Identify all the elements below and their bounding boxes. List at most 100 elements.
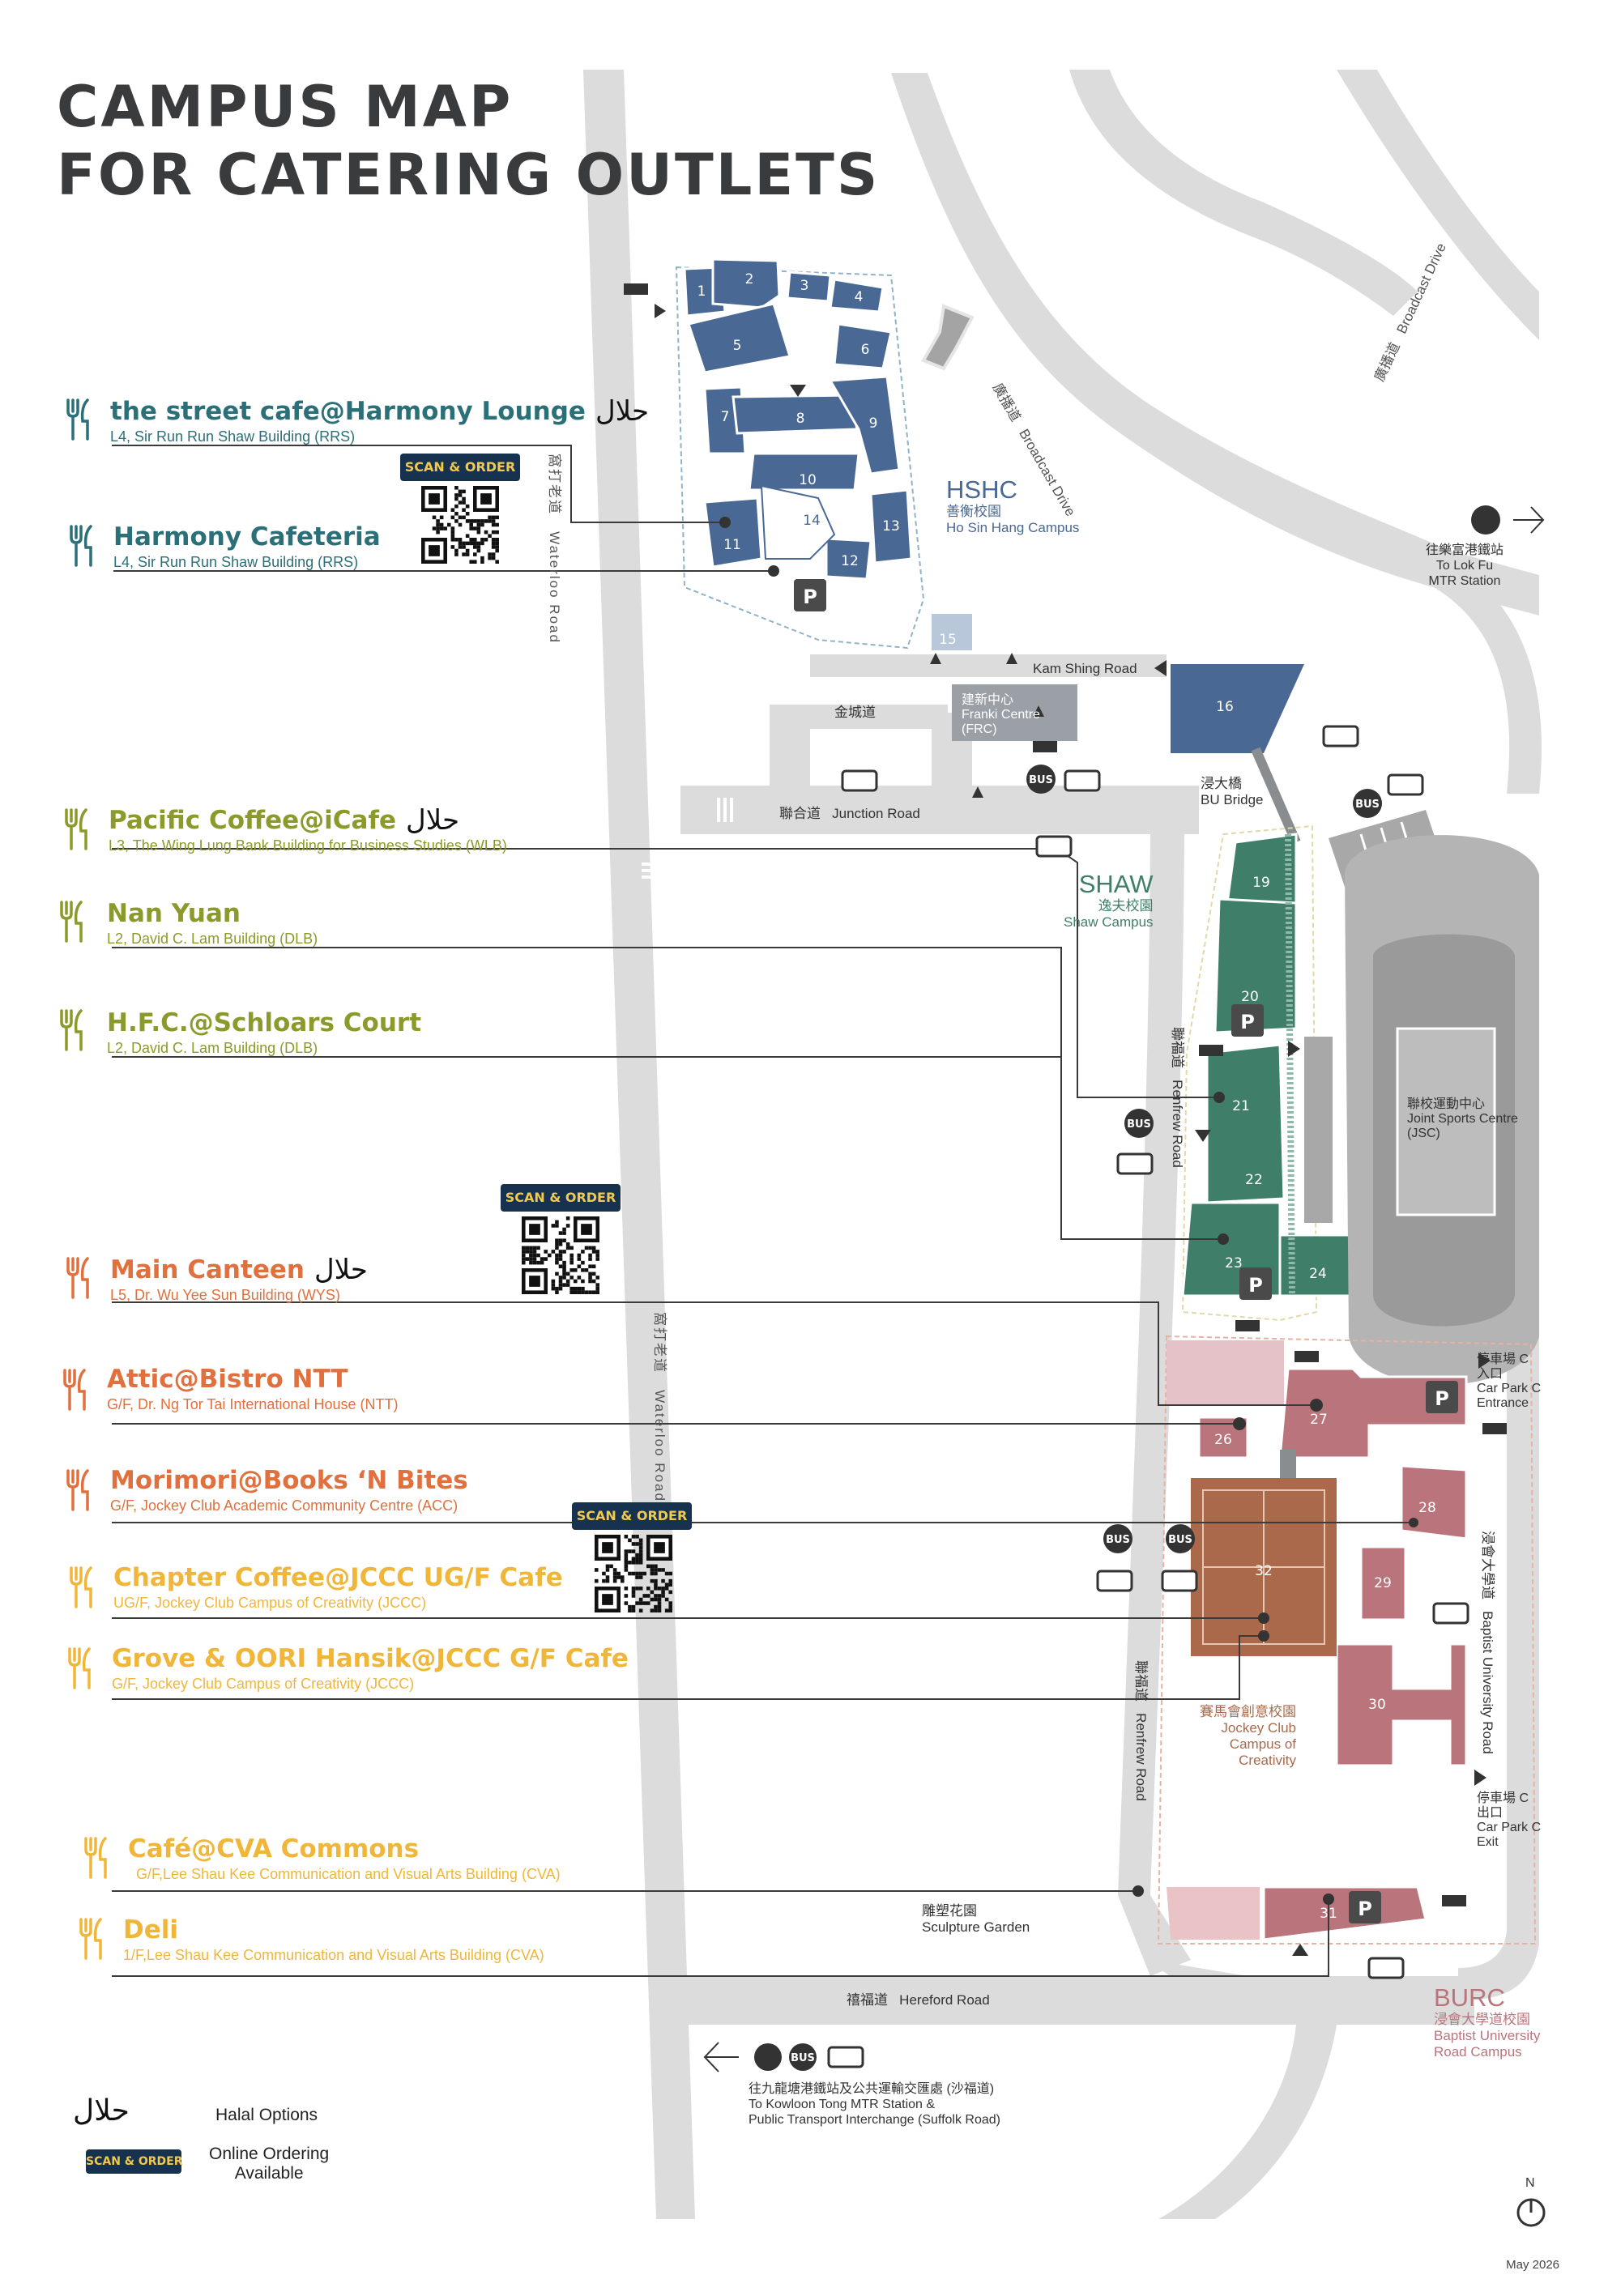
outlet-name: Chapter Coffee@JCCC UG/F Cafe [113,1563,563,1592]
outlet-grove[interactable]: Grove & OORI Hansik@JCCC G/F Cafe G/F, J… [112,1644,629,1693]
road-zh: 聯合道 [779,806,821,821]
car-park-exit-label: 停車場 C 出口 Car Park C Exit [1477,1791,1541,1850]
cp-out-zh: 停車場 C [1477,1791,1529,1805]
kowloon-en2: Public Transport Interchange (Suffolk Ro… [749,2113,1000,2127]
cp-in-zh2: 入口 [1477,1367,1504,1381]
shaw-code: SHAW [1078,870,1154,898]
lokfu-zh: 往樂富港鐵站 [1425,543,1504,557]
svg-text:12: 12 [841,553,859,569]
car-park-entrance-label: 停車場 C 入口 Car Park C Entrance [1477,1352,1541,1411]
hshc-code: HSHC [946,475,1017,504]
outlet-hfc[interactable]: H.F.C.@Schloars Court L2, David C. Lam B… [107,1008,421,1057]
halal-icon: حلال [405,804,459,837]
cp-in-zh: 停車場 C [1477,1352,1529,1366]
legend-scan-order-badge: SCAN & ORDER [86,2149,183,2174]
title-line1: CAMPUS MAP [57,74,514,140]
outlet-location: UG/F, Jockey Club Campus of Creativity (… [113,1595,427,1611]
svg-text:10: 10 [799,472,817,488]
road-zh: 禧福道 [847,1992,888,2008]
cp-out-zh2: 出口 [1477,1806,1504,1820]
svg-text:23: 23 [1225,1255,1243,1272]
jccc-building [1191,1478,1337,1656]
svg-text:BUS: BUS [1127,1118,1151,1131]
hshc-outline [675,266,925,650]
outlet-harmony-cafeteria[interactable]: Harmony Cafeteria L4, Sir Run Run Shaw B… [113,522,381,571]
svg-text:BUS: BUS [791,2052,815,2064]
outlet-name: Main Canteen [110,1255,305,1284]
burc-zh: 浸會大學道校園 [1434,2012,1530,2027]
kowloon-tong-label: 往九龍塘港鐵站及公共運輸交匯處 (沙福道) To Kowloon Tong MT… [749,2081,1000,2128]
svg-text:27: 27 [1310,1412,1328,1428]
svg-text:11: 11 [723,537,741,553]
scan-order-badge[interactable]: SCAN & ORDER [501,1184,621,1212]
svg-text:13: 13 [882,518,900,535]
svg-text:1: 1 [697,283,706,300]
outlet-location: L4, Sir Run Run Shaw Building (RRS) [113,554,359,570]
svg-text:P: P [1358,1898,1372,1920]
shaw-zh: 逸夫校園 [1098,898,1154,914]
cp-out-en2: Exit [1477,1835,1499,1849]
burc-en2: Road Campus [1434,2044,1522,2060]
outlet-main-canteen[interactable]: Main Canteen حلال L5, Dr. Wu Yee Sun Buil… [110,1255,368,1304]
svg-text:20: 20 [1241,989,1259,1005]
leader-lines [112,445,1410,1977]
outlet-morimori[interactable]: Morimori@Books ‘N Bites G/F, Jockey Club… [110,1466,468,1514]
outlet-name: Attic@Bistro NTT [107,1365,348,1394]
fork-knife-icon [70,1566,92,1608]
scan-order-badge[interactable]: SCAN & ORDER [400,454,520,481]
qr-code-icon[interactable] [421,486,499,564]
halal-icon: حلال [313,1254,368,1286]
outlet-location: G/F, Jockey Club Campus of Creativity (J… [112,1676,415,1692]
svg-text:3: 3 [800,278,809,294]
road-en: Junction Road [832,806,920,821]
mtr-icon [754,505,1500,2071]
halal-icon: حلال [595,395,649,428]
car-icon [624,283,1507,1906]
road-waterloo-upper: 窩打老道 Waterloo Road [546,454,562,644]
fork-knife-icon [66,1469,89,1511]
road-zh: 窩打老道 [547,454,562,515]
outlet-name: Café@CVA Commons [128,1834,420,1864]
outlet-attic[interactable]: Attic@Bistro NTT G/F, Dr. Ng Tor Tai Int… [107,1365,398,1413]
road-zh: 聯福道 [1170,1027,1185,1068]
svg-text:BUS: BUS [1106,1534,1130,1546]
qr-code-icon[interactable] [522,1216,599,1294]
fork-knife-icon [70,525,92,567]
svg-text:16: 16 [1216,699,1234,715]
svg-text:22: 22 [1245,1172,1263,1188]
qr-code-icon[interactable] [595,1535,672,1612]
jccc-en2: Campus of [1229,1736,1296,1752]
scan-order-badge[interactable]: SCAN & ORDER [572,1502,692,1530]
bu-bridge-label: 浸大橋 BU Bridge [1201,776,1263,808]
outlet-location: G/F, Dr. Ng Tor Tai International House … [107,1396,399,1412]
frc-en1: Franki Centre [962,708,1040,722]
outlet-location: L5, Dr. Wu Yee Sun Building (WYS) [110,1287,340,1303]
outlet-location: G/F,Lee Shau Kee Communication and Visua… [136,1866,561,1882]
road-kam-shing-en: Kam Shing Road [1033,661,1137,676]
fork-knife-icon [66,1257,89,1299]
outlet-deli[interactable]: Deli 1/F,Lee Shau Kee Communication and … [123,1915,544,1964]
outlet-name: Harmony Cafeteria [113,522,381,552]
jccc-en1: Jockey Club [1221,1720,1296,1736]
svg-text:21: 21 [1232,1098,1250,1114]
arrow-icon [703,506,1545,2072]
outlet-nan-yuan[interactable]: Nan Yuan L2, David C. Lam Building (DLB) [107,899,318,948]
road-zh: 聯福道 [1133,1660,1149,1702]
shaw-outline [1181,824,1318,1322]
frc-zh: 建新中心 [962,693,1014,707]
hshc-courtyard [760,484,836,560]
road-en: Baptist University Road [1480,1611,1495,1754]
outlet-name: the street cafe@Harmony Lounge [110,397,586,426]
outlet-name: Grove & OORI Hansik@JCCC G/F Cafe [112,1644,629,1673]
outlet-cafe-cva[interactable]: Café@CVA Commons G/F,Lee Shau Kee Commun… [128,1834,561,1883]
svg-text:31: 31 [1320,1906,1337,1922]
outlet-chapter-coffee[interactable]: Chapter Coffee@JCCC UG/F Cafe UG/F, Jock… [113,1563,563,1612]
lok-fu-label: 往樂富港鐵站 To Lok Fu MTR Station [1416,543,1513,589]
road-hereford: 禧福道 Hereford Road [847,1992,990,2008]
outlet-location: L3, The Wing Lung Bank Building for Busi… [109,837,507,854]
road-zh: 浸會大學道 [1480,1531,1495,1600]
shaw-buildings [1181,833,1358,1297]
